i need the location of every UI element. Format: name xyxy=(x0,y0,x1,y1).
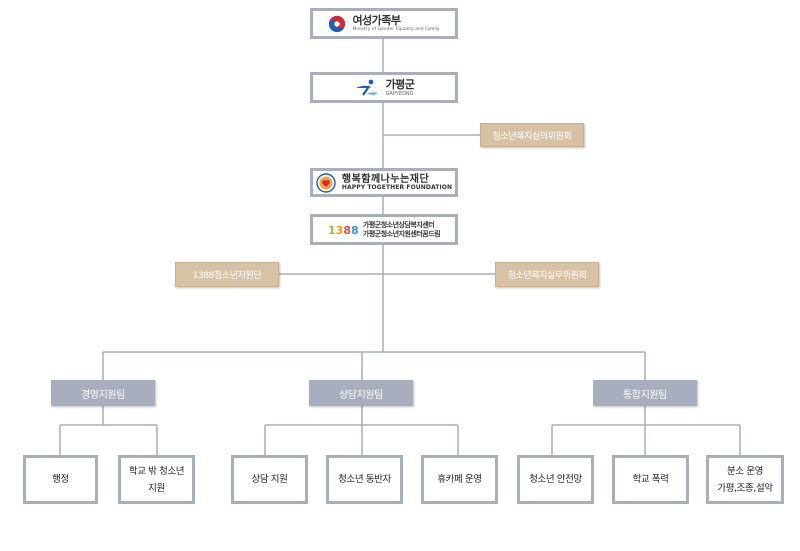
team-label: 통합지원팀 xyxy=(622,389,667,401)
ministry-box: 여성가족부 Ministry of Gender Equality and Fa… xyxy=(310,8,458,39)
team-label: 상담지원팀 xyxy=(338,389,383,401)
county-name-ko: 가평군 xyxy=(385,77,415,91)
unit-label: 분소 운영 xyxy=(727,465,763,477)
working-council-label: 청소년복지실무위원회 xyxy=(507,271,587,281)
taegeuk-emblem-icon xyxy=(329,15,346,32)
unit-box: 분소 운영 가평,조종,설악 xyxy=(706,455,784,504)
unit-box: 학교 폭력 xyxy=(612,455,689,504)
unit-box: 청소년 동반자 xyxy=(326,455,403,504)
unit-label: 지원 xyxy=(148,482,165,494)
support-team-box: 1388청소년지원단 xyxy=(175,262,279,287)
county-name-en: GAPYEONG xyxy=(385,90,414,97)
heart-emblem-icon xyxy=(316,172,336,193)
youth-center-box: 1388 가평군청소년상담복지센터 가평군청소년지원센터꿈드림 xyxy=(310,214,458,245)
youth-center-line2: 가평군청소년지원센터꿈드림 xyxy=(362,229,441,238)
unit-box: 휴카페 운영 xyxy=(421,455,498,504)
ministry-name-en: Ministry of Gender Equality and Family xyxy=(352,26,440,32)
gapyeong-logo-icon xyxy=(355,79,378,96)
unit-label: 학교 폭력 xyxy=(632,474,669,485)
welfare-council-box: 청소년복지심의위원회 xyxy=(480,123,584,147)
unit-label: 휴카페 운영 xyxy=(437,474,482,485)
unit-box: 행정 xyxy=(23,455,98,504)
unit-label: 학교 밖 청소년 xyxy=(128,465,185,477)
support-team-label: 1388청소년지원단 xyxy=(192,271,262,281)
ministry-name-ko: 여성가족부 xyxy=(352,13,401,27)
unit-label: 청소년 안전망 xyxy=(529,474,582,485)
welfare-council-label: 청소년복지심의위원회 xyxy=(492,131,572,142)
team-label: 경영지원팀 xyxy=(80,389,125,401)
team-box-counseling: 상담지원팀 xyxy=(309,380,413,406)
unit-box: 학교 밖 청소년 지원 xyxy=(118,455,195,504)
unit-label: 청소년 동반자 xyxy=(338,474,391,485)
foundation-name-ko: 행복함께나누는재단 xyxy=(341,173,430,185)
team-box-management: 경영지원팀 xyxy=(51,380,155,406)
county-box: 가평군 GAPYEONG xyxy=(310,72,458,103)
team-box-integrated: 통합지원팀 xyxy=(593,380,697,406)
foundation-box: 행복함께나누는재단 HAPPY TOGETHER FOUNDATION xyxy=(310,168,458,197)
unit-label: 상담 지원 xyxy=(251,474,288,485)
working-council-box: 청소년복지실무위원회 xyxy=(495,262,599,287)
unit-label: 행정 xyxy=(52,474,69,485)
unit-box: 청소년 안전망 xyxy=(517,455,594,504)
1388-logo-icon: 1388 xyxy=(328,224,359,237)
unit-label: 가평,조종,설악 xyxy=(717,482,773,494)
svg-text:1388: 1388 xyxy=(328,224,359,237)
unit-box: 상담 지원 xyxy=(231,455,308,504)
youth-center-line1: 가평군청소년상담복지센터 xyxy=(362,220,435,229)
foundation-name-en: HAPPY TOGETHER FOUNDATION xyxy=(341,183,453,191)
